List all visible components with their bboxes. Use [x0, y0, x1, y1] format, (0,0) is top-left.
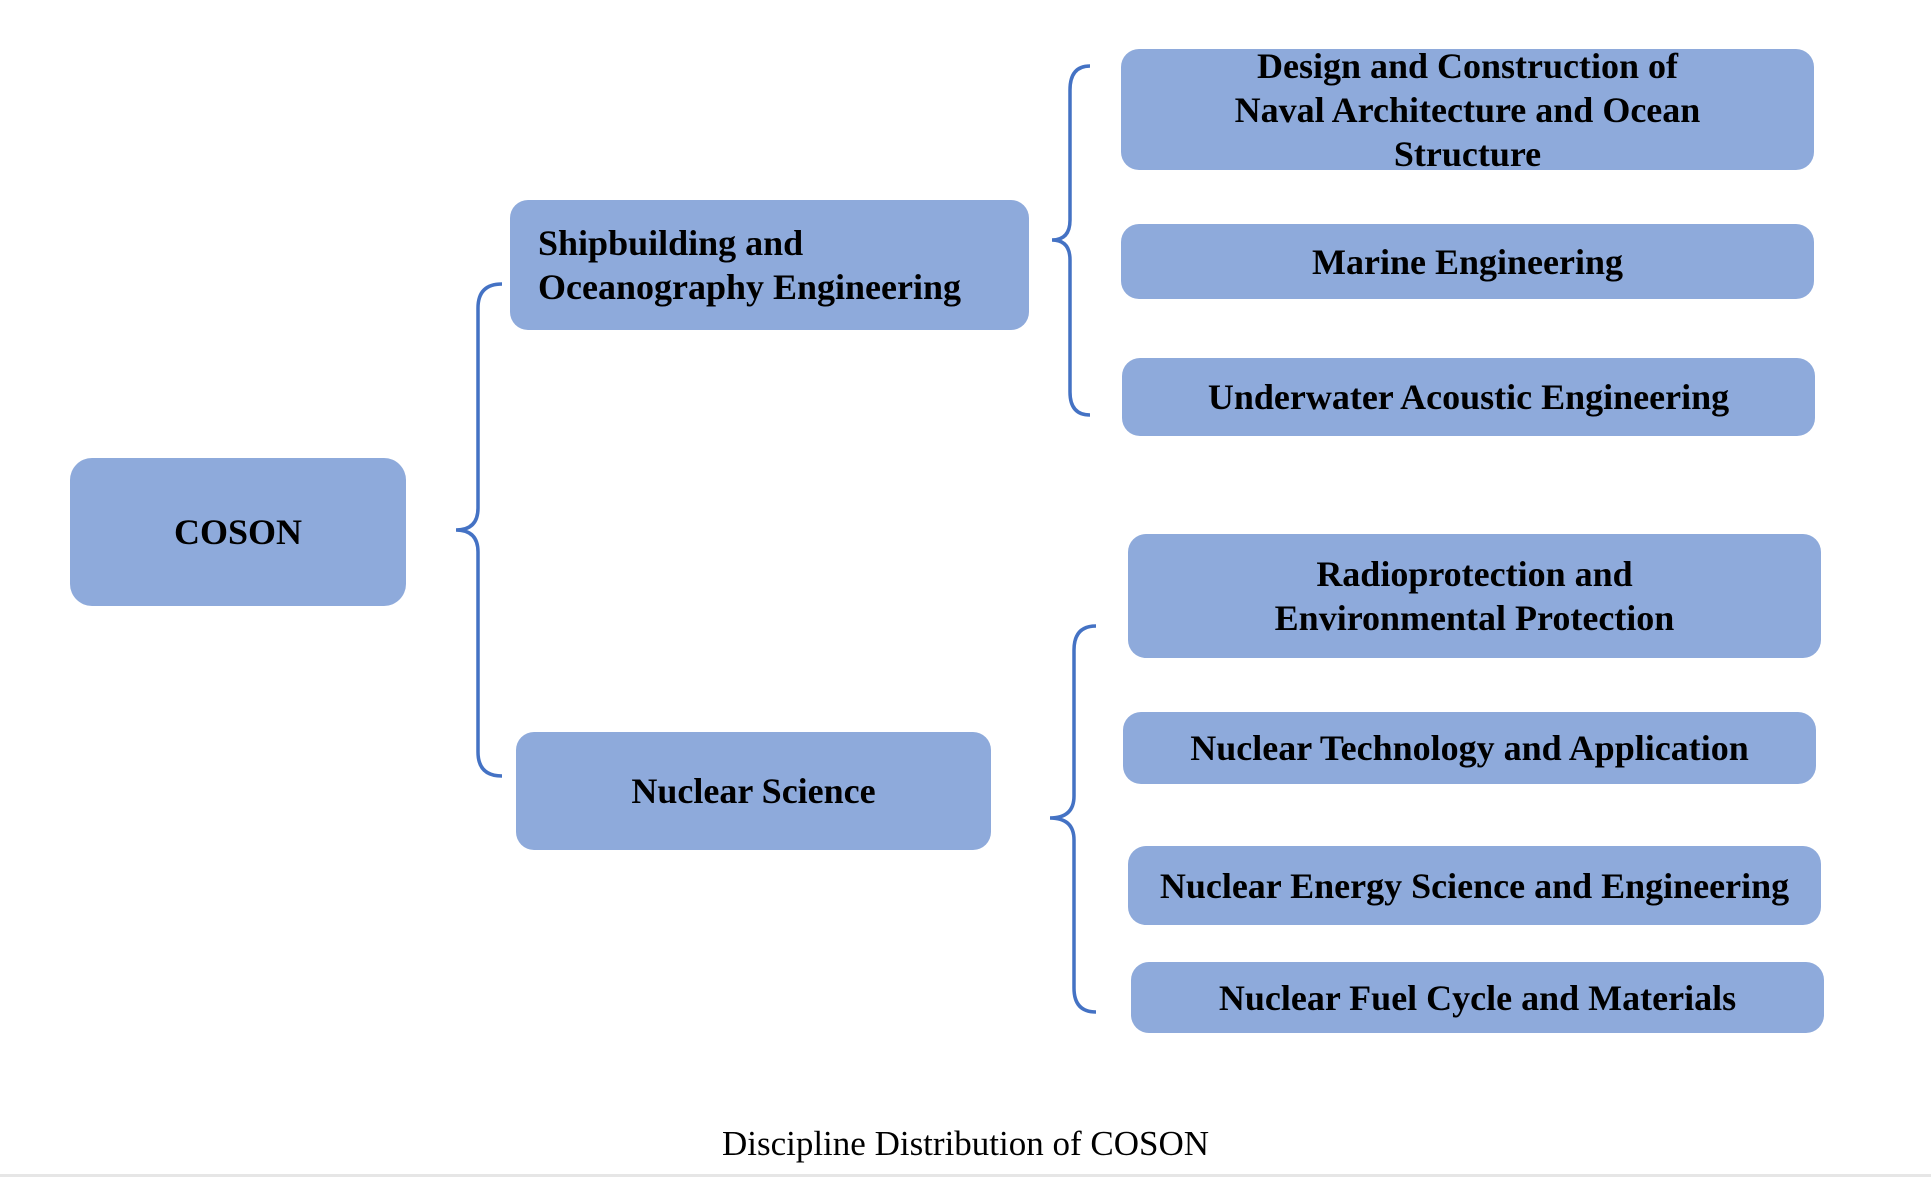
diagram-caption: Discipline Distribution of COSON [721, 1124, 1210, 1163]
leaf-node-nuclear-technology: Nuclear Technology and Application [1123, 712, 1816, 784]
leaf-label: Nuclear Technology and Application [1190, 728, 1749, 768]
leaf-node-nuclear-fuel: Nuclear Fuel Cycle and Materials [1131, 962, 1824, 1033]
branch-node-nuclear: Nuclear Science [516, 732, 991, 850]
leaf-node-radioprotection: Radioprotection and Environmental Protec… [1128, 534, 1821, 658]
leaf-label: Radioprotection and Environmental Protec… [1274, 554, 1675, 638]
shipbuilding-brace [1051, 64, 1091, 417]
branch-label: Shipbuilding and Oceanography Engineerin… [538, 223, 962, 307]
leaf-label: Nuclear Fuel Cycle and Materials [1218, 977, 1737, 1018]
leaf-label: Marine Engineering [1312, 241, 1623, 282]
leaf-node-nuclear-energy: Nuclear Energy Science and Engineering [1128, 846, 1821, 925]
divider [0, 1174, 1931, 1177]
leaf-node-underwater-acoustic: Underwater Acoustic Engineering [1122, 358, 1815, 436]
nuclear-brace [1049, 624, 1097, 1014]
branch-node-shipbuilding: Shipbuilding and Oceanography Engineerin… [510, 200, 1029, 330]
leaf-label: Design and Construction of Naval Archite… [1234, 45, 1701, 174]
leaf-node-marine-engineering: Marine Engineering [1121, 224, 1814, 299]
leaf-label: Underwater Acoustic Engineering [1207, 377, 1730, 417]
branch-label: Nuclear Science [631, 771, 876, 811]
leaf-node-naval-architecture: Design and Construction of Naval Archite… [1121, 46, 1814, 174]
root-node: COSON [70, 458, 406, 606]
root-label: COSON [173, 512, 303, 552]
root-brace [455, 282, 503, 778]
leaf-label: Nuclear Energy Science and Engineering [1159, 865, 1790, 906]
